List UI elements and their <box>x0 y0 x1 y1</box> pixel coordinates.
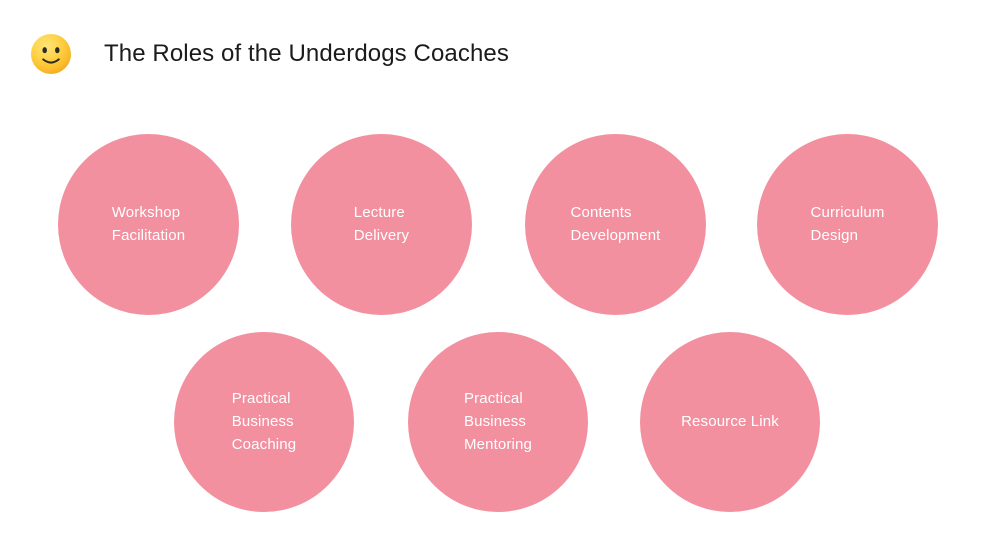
role-bubble-resource-link[interactable]: Resource Link <box>640 332 820 512</box>
role-bubble-label: Workshop Facilitation <box>111 203 186 244</box>
role-bubble-label: Practical Business Mentoring <box>463 389 533 453</box>
role-bubble-label: Practical Business Coaching <box>231 389 297 453</box>
role-bubble-contents-development[interactable]: Contents Development <box>525 134 706 315</box>
role-bubble-label: Curriculum Design <box>810 203 885 244</box>
page-title: The Roles of the Underdogs Coaches <box>104 40 509 67</box>
role-bubble-lecture-delivery[interactable]: Lecture Delivery <box>291 134 472 315</box>
role-bubble-workshop-facilitation[interactable]: Workshop Facilitation <box>58 134 239 315</box>
role-bubble-label: Contents Development <box>570 203 661 244</box>
role-bubble-practical-business-mentoring[interactable]: Practical Business Mentoring <box>408 332 588 512</box>
role-bubble-label: Lecture Delivery <box>353 203 410 244</box>
slide-title-row: The Roles of the Underdogs Coaches <box>30 32 509 76</box>
slightly-smiling-face-emoji-icon <box>30 33 72 75</box>
role-bubble-curriculum-design[interactable]: Curriculum Design <box>757 134 938 315</box>
role-bubble-practical-business-coaching[interactable]: Practical Business Coaching <box>174 332 354 512</box>
role-bubble-label: Resource Link <box>681 412 779 430</box>
